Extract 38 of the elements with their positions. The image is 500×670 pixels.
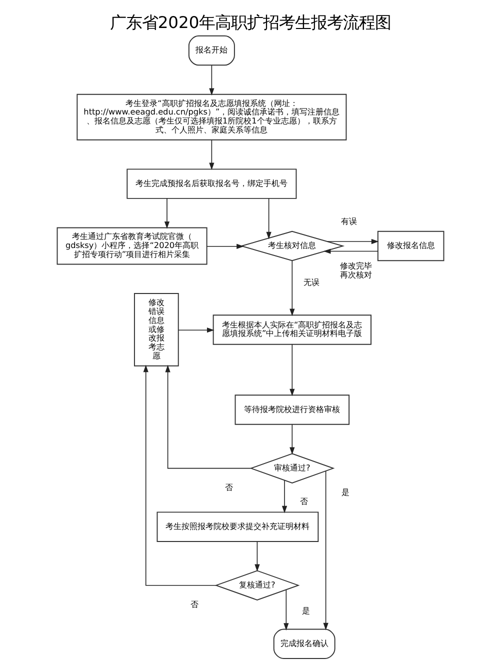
arrow: [208, 140, 214, 170]
node-box: 考生通过广东省教育考试院官微（gdsksy）小程序，选择“2020年高职扩招专项行动”项目进行相片采集: [56, 227, 207, 265]
edge-label: 是: [340, 486, 349, 497]
edge-label: 有误: [340, 216, 357, 226]
arrow: [164, 198, 170, 229]
arrow: [178, 328, 214, 333]
arrow: [254, 541, 260, 572]
edge-label: 否: [190, 598, 198, 609]
arrow: [289, 260, 294, 316]
node-box: 考生完成预报名后获取报名号，绑定手机号: [126, 168, 296, 199]
edge-label: 否: [224, 482, 232, 492]
edge-label: 无误: [303, 276, 320, 287]
node-box: 修改报名信息: [376, 230, 444, 262]
node-box: 考生登录“高职扩招报名及志愿填报系统（网址：http://www.eeagd.edu.cn/pgks）”，阅读诚信承诺书，填写注册信息、报名信息及志愿（考生仅可选择填报1所院校1个专业志愿），联系方式、个人照片、家庭关系等信息: [76, 94, 346, 140]
node-box: 报名开始: [188, 35, 234, 66]
arrow: [266, 198, 271, 240]
arrow: [322, 248, 378, 254]
edge-label: 修改完毕再次核对: [340, 260, 372, 280]
arrow: [142, 364, 216, 586]
node-box: 完成报名确认: [272, 628, 335, 659]
node-diamond: 审核通过?: [249, 453, 334, 484]
diagram-title: 广东省2020年高职扩招考生报考流程图: [109, 12, 391, 32]
node-diamond: 复核通过?: [214, 570, 300, 600]
arrow: [326, 238, 378, 244]
node-box: 等待报考院校进行资格审核: [234, 394, 350, 425]
edge-label: 是: [301, 606, 310, 616]
arrow: [281, 480, 287, 514]
arrow: [289, 424, 294, 455]
arrow: [164, 364, 251, 469]
arrow: [208, 64, 214, 96]
arrow: [283, 590, 288, 630]
arrow: [322, 470, 328, 630]
edge-label: 否: [300, 496, 308, 506]
arrow: [206, 244, 244, 249]
node-box: 考生根据本人实际在“高职扩招报名及志愿填报系统”中上传相关证明材料电子版: [212, 314, 371, 345]
node-box: 修改错误信息或修改报考志愿: [133, 293, 178, 366]
node-box: 考生按照报考院校要求提交补充证明材料: [156, 512, 318, 542]
arrow: [289, 344, 294, 396]
